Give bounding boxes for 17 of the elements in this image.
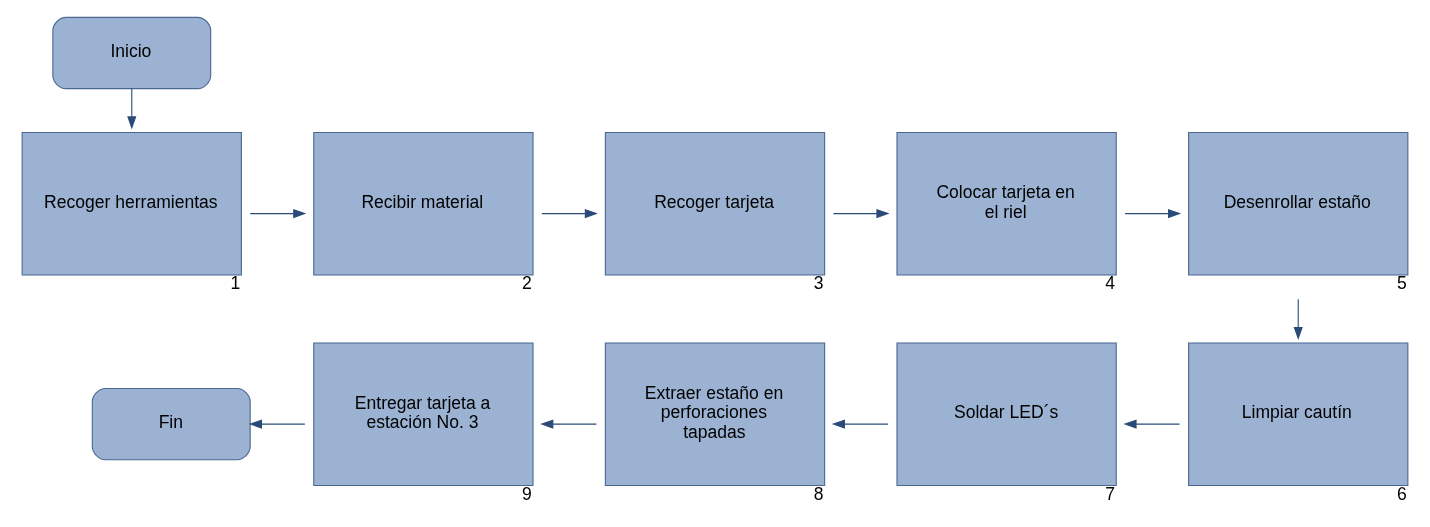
arrow (1123, 419, 1181, 429)
arrow (1293, 298, 1303, 341)
node-label: 4 (1105, 273, 1116, 294)
arrow (832, 209, 890, 219)
arrow (127, 88, 137, 130)
arrow (540, 419, 597, 429)
node-label: 2 (522, 273, 532, 294)
arrow (831, 419, 889, 429)
node-label: 3 (813, 273, 824, 294)
node-box: Fin (91, 387, 251, 461)
arrow (249, 209, 307, 219)
node-label: 5 (1396, 273, 1407, 294)
node-label: 1 (230, 273, 241, 294)
arrow (541, 209, 598, 219)
arrow (248, 419, 306, 429)
node-box: Inicio (52, 16, 212, 90)
arrow (1124, 209, 1182, 219)
